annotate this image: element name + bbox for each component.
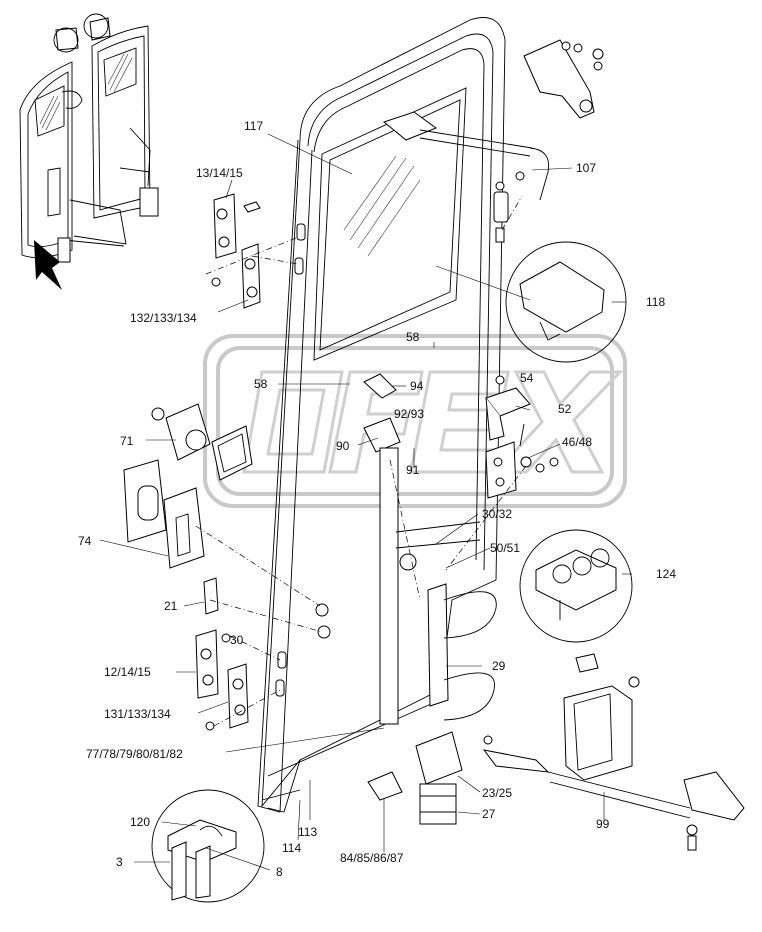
detail-118 <box>505 241 627 363</box>
callout-94: 94 <box>410 379 424 393</box>
callout-labels: 117 13/14/15 132/133/134 107 118 58 58 9… <box>78 119 676 879</box>
callout-117: 117 <box>244 119 263 133</box>
callout-84-87: 84/85/86/87 <box>340 851 404 865</box>
brackets-52-46 <box>485 375 559 499</box>
callout-23-25: 23/25 <box>482 786 512 800</box>
detail-120 <box>151 789 265 903</box>
cab-overview-illustration <box>19 13 159 290</box>
door-frame <box>257 17 506 813</box>
callout-50-51: 50/51 <box>490 541 520 555</box>
callout-92-93: 92/93 <box>394 407 424 421</box>
direction-arrow-icon <box>34 240 62 290</box>
callout-71: 71 <box>120 434 134 448</box>
detail-124 <box>519 529 633 643</box>
hinge-parts-lower <box>195 629 249 731</box>
callout-113: 113 <box>298 825 317 839</box>
callout-131-133-134: 131/133/134 <box>104 707 171 721</box>
callout-107: 107 <box>576 161 596 175</box>
callout-74: 74 <box>78 534 92 548</box>
callout-54: 54 <box>520 371 534 385</box>
callout-46-48: 46/48 <box>562 435 592 449</box>
leader-lines <box>99 133 632 871</box>
callout-77-82: 77/78/79/80/81/82 <box>86 747 183 761</box>
callout-58-a: 58 <box>406 330 420 344</box>
lock-parts <box>123 403 253 615</box>
actuator-assembly <box>363 373 497 825</box>
callout-8: 8 <box>276 865 283 879</box>
callout-58-b: 58 <box>254 377 268 391</box>
callout-13-14-15: 13/14/15 <box>196 166 243 180</box>
callout-30-32: 30/32 <box>482 507 512 521</box>
callout-3: 3 <box>116 855 123 869</box>
callout-12-14-15: 12/14/15 <box>104 665 151 679</box>
callout-99: 99 <box>596 817 610 831</box>
callout-118: 118 <box>646 295 665 309</box>
callout-52: 52 <box>558 402 572 416</box>
callout-29: 29 <box>492 659 506 673</box>
callout-21: 21 <box>164 599 178 613</box>
callout-90: 90 <box>336 439 350 453</box>
callout-132-133-134: 132/133/134 <box>130 311 197 325</box>
window-strut-107 <box>382 39 604 243</box>
cover-and-linkage <box>482 653 745 851</box>
callout-27: 27 <box>482 807 496 821</box>
callout-120: 120 <box>130 815 150 829</box>
callout-91: 91 <box>406 463 420 477</box>
callout-124: 124 <box>656 567 676 581</box>
hinge-parts-upper <box>211 193 261 309</box>
callout-30: 30 <box>230 633 244 647</box>
callout-114: 114 <box>282 841 301 855</box>
assembly-lines <box>195 195 527 727</box>
watermark-logo <box>203 334 627 508</box>
